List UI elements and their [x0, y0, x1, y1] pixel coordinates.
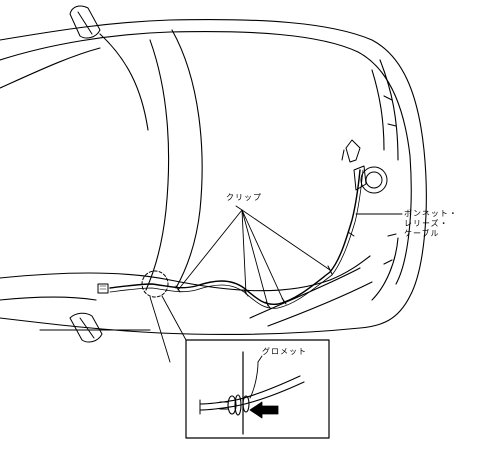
clip-label: クリップ: [226, 193, 262, 202]
detail-leader-1: [149, 296, 171, 363]
push-direction-arrow: [249, 401, 279, 419]
side-mirror-bottom: [69, 312, 103, 343]
detail-circle: [141, 270, 169, 298]
hood-latch: [341, 139, 388, 194]
grommet-label: グロメット: [262, 347, 307, 356]
side-mirror-top: [69, 5, 101, 39]
clip-leader-lines: [177, 205, 331, 307]
cable-label-line-1: ボンネット・: [404, 209, 458, 218]
hood-release-cable-label: ボンネット・ レリーズ・ ケーブル: [404, 209, 458, 239]
cable-label-line-3: ケーブル: [404, 229, 440, 238]
clip-markers: [175, 231, 355, 309]
detail-leader-2: [161, 295, 187, 341]
grommet-detail-inset: [185, 339, 330, 439]
cable-label-line-2: レリーズ・: [404, 219, 449, 228]
hood-release-cable: [97, 169, 364, 309]
car-body-outline: [0, 18, 427, 335]
